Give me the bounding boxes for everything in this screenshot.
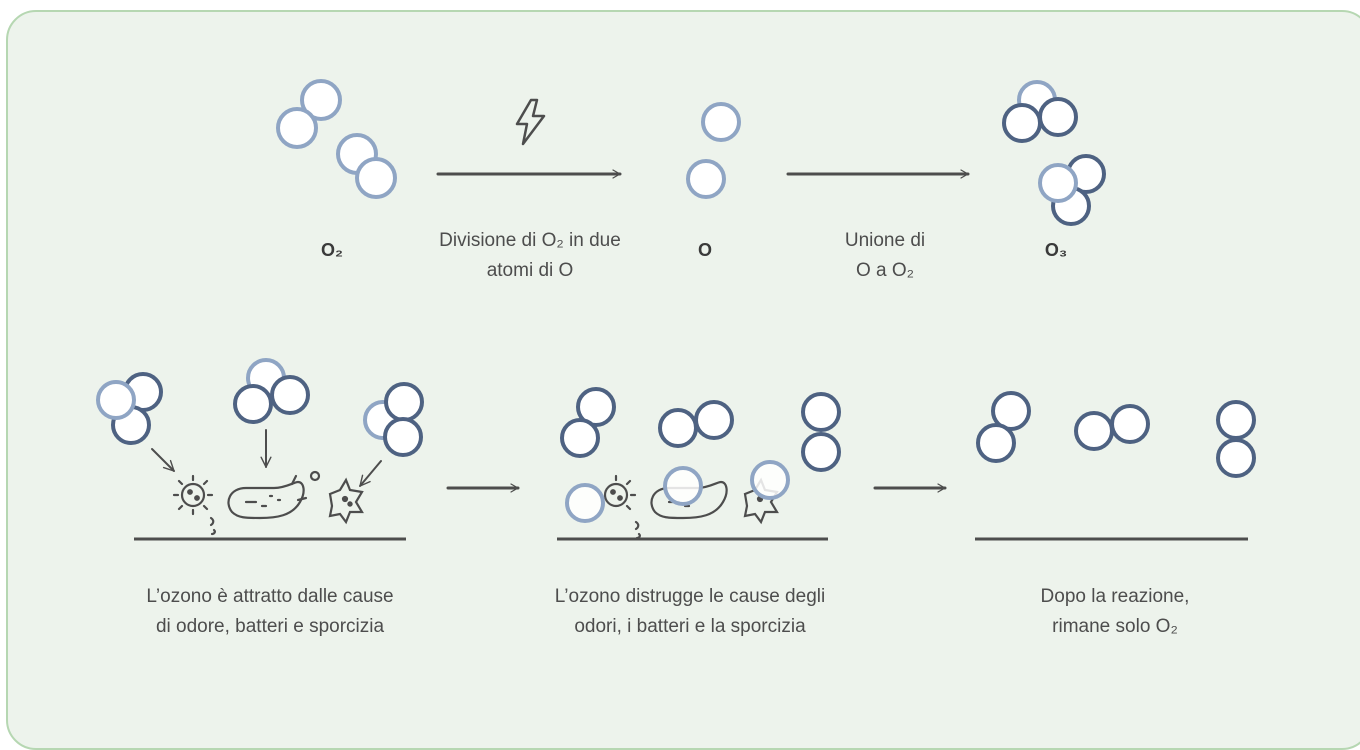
label-split: Divisione di O₂ in due atomi di O (439, 230, 621, 281)
label-o: O (697, 240, 712, 260)
ozone-attract-group (96, 358, 424, 457)
bacteria-icon (172, 470, 364, 536)
diagram-panel (6, 10, 1360, 750)
o3-molecule-group (1002, 80, 1106, 226)
label-o3: O₃ (1044, 240, 1068, 260)
label-after: Dopo la reazione, rimane solo O₂ (1040, 586, 1190, 637)
lightning-icon (515, 98, 546, 146)
attract-arrows (151, 429, 382, 487)
label-join: Unione di O a O₂ (844, 230, 926, 281)
ozone-diagram (96, 79, 1256, 541)
ozone-destroy-group (560, 387, 841, 472)
label-attract: L’ozono è attratto dalle cause di odore,… (146, 586, 394, 637)
label-destroy: L’ozono distrugge le cause degli odori, … (554, 586, 826, 637)
o2-molecule-group (276, 79, 397, 199)
o-atom-group (686, 102, 741, 199)
label-o2: O₂ (321, 240, 343, 260)
remaining-o2-group (976, 391, 1256, 478)
ozone-attack-atoms (565, 460, 790, 523)
